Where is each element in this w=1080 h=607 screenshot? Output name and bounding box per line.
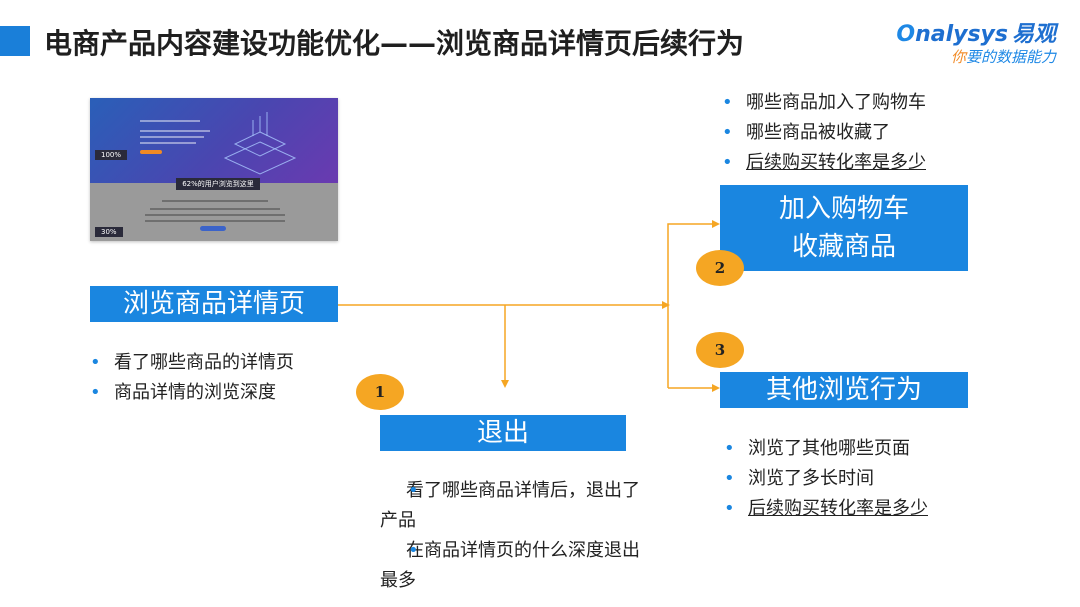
screenshot-blue-button [200, 226, 226, 231]
screenshot-text-line [145, 214, 285, 216]
connector-to-cart [667, 220, 720, 388]
list-item: 浏览了多长时间 [722, 464, 928, 494]
screenshot-text-line [140, 142, 196, 144]
screenshot-lower [90, 183, 338, 241]
screenshot-text-line [140, 120, 200, 122]
list-item: 浏览了其他哪些页面 [722, 434, 928, 464]
other-browse-node: 其他浏览行为 [720, 372, 968, 408]
screenshot-banner [90, 98, 338, 183]
exit-node: 退出 [380, 415, 626, 451]
cart-node-line2: 收藏商品 [791, 232, 896, 262]
step-badge-2: 2 [696, 250, 744, 286]
screenshot-text-line [145, 220, 285, 222]
detail-page-screenshot: 100% 62%的用户浏览到这里 30% [90, 98, 338, 241]
cart-favorite-node: 加入购物车 收藏商品 [720, 185, 968, 271]
exit-bullet-list: 看了哪些商品详情后，退出了产品 在商品详情页的什么深度退出最多 [380, 476, 642, 596]
list-item: 后续购买转化率是多少 [722, 494, 928, 524]
screenshot-badge-bottom: 30% [95, 227, 123, 237]
cart-bullet-list: 哪些商品加入了购物车 哪些商品被收藏了 后续购买转化率是多少 [720, 88, 926, 178]
screenshot-band: 62%的用户浏览到这里 [176, 178, 260, 190]
step-badge-3: 3 [696, 332, 744, 368]
list-item: 看了哪些商品详情后，退出了产品 [380, 476, 642, 536]
list-item: 后续购买转化率是多少 [720, 148, 926, 178]
page-title: 电商产品内容建设功能优化——浏览商品详情页后续行为 [44, 27, 745, 60]
logo-slogan: 你要的数据能力 [950, 48, 1056, 66]
title-accent-bar [0, 26, 30, 56]
other-bullet-list: 浏览了其他哪些页面 浏览了多长时间 后续购买转化率是多少 [722, 434, 928, 524]
cart-node-line1: 加入购物车 [778, 194, 909, 224]
list-item: 在商品详情页的什么深度退出最多 [380, 536, 642, 596]
screenshot-text-line [140, 136, 204, 138]
list-item: 商品详情的浏览深度 [88, 378, 294, 408]
list-item: 哪些商品被收藏了 [720, 118, 926, 148]
step-badge-1: 1 [356, 374, 404, 410]
screenshot-text-line [140, 130, 210, 132]
screenshot-text-line [162, 200, 268, 202]
screenshot-text-line [150, 208, 280, 210]
list-item: 哪些商品加入了购物车 [720, 88, 926, 118]
browse-detail-node: 浏览商品详情页 [90, 286, 338, 322]
list-item: 看了哪些商品的详情页 [88, 348, 294, 378]
screenshot-badge-top: 100% [95, 150, 128, 160]
screenshot-orange-button [140, 150, 162, 154]
browse-bullet-list: 看了哪些商品的详情页 商品详情的浏览深度 [88, 348, 294, 408]
screenshot-isometric-graphic [223, 112, 297, 175]
